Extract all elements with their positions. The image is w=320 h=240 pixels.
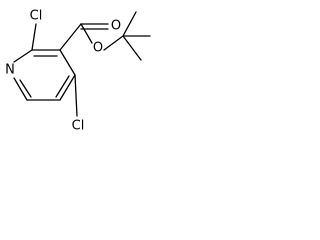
carbonyl-oxygen-label: O <box>111 19 121 34</box>
bond-tbutyl-methyl-2 <box>122 11 137 37</box>
chlorine-4-label: Cl <box>72 119 85 134</box>
tert-butyl-group <box>122 11 151 61</box>
bond-c-o-single <box>80 23 93 44</box>
bond-c4-c5-inner <box>55 75 70 98</box>
bond-n1-c6-inner <box>19 79 32 98</box>
ester-group <box>80 23 124 51</box>
bond-n1-c6 <box>13 77 28 101</box>
chemical-structure: N Cl Cl O O <box>5 9 151 134</box>
bond-tbutyl-methyl-3 <box>122 35 142 61</box>
nitrogen-label: N <box>5 63 15 78</box>
bond-n1-c2 <box>13 49 33 63</box>
bond-c2-cl <box>31 23 37 51</box>
chlorine-2-label: Cl <box>30 9 43 24</box>
ester-oxygen-label: O <box>93 41 103 56</box>
bond-o-tbutyl <box>103 35 124 51</box>
bond-c3-c4 <box>59 49 76 76</box>
bond-c4-cl <box>74 74 78 117</box>
pyridine-ring <box>13 49 76 101</box>
bond-c3-carbonyl <box>59 23 82 51</box>
bond-c4-c5 <box>59 74 76 101</box>
